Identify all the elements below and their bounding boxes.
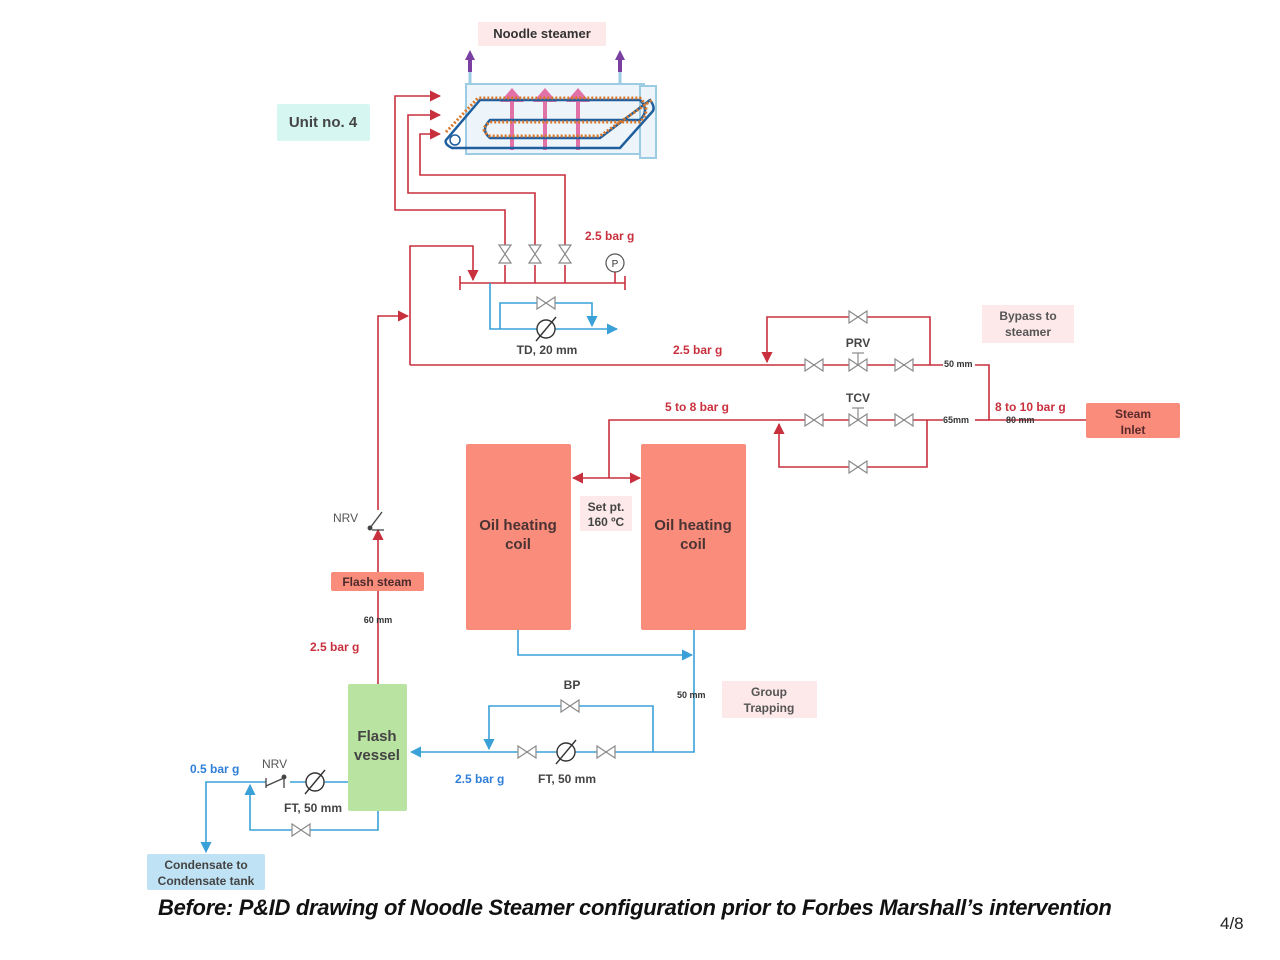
header-pressure-label: 2.5 bar g <box>585 229 634 243</box>
flash-ft-label: FT, 50 mm <box>284 801 342 815</box>
bypass-note-box <box>982 305 1074 343</box>
steamer-title-box <box>478 22 606 46</box>
td-trap-icon <box>535 316 557 342</box>
inlet-pipe-size: 80 mm <box>1006 415 1035 425</box>
group-float-trap-icon <box>555 739 577 765</box>
flash-nrv-label: NRV <box>333 511 358 525</box>
noodle-strand <box>444 96 653 138</box>
td-bypass-valve[interactable] <box>536 296 556 310</box>
pressure-gauge-icon: P <box>605 253 625 273</box>
condensate-nrv-icon <box>265 774 287 788</box>
bypass-note-line2: steamer <box>1005 325 1051 339</box>
tcv-pipe-size: 65mm <box>943 415 969 425</box>
condensate-pressure: 0.5 bar g <box>190 762 239 776</box>
steamer-title: Noodle steamer <box>493 26 591 41</box>
group-trapping-lines <box>409 630 695 758</box>
flash-bypass-valve[interactable] <box>291 823 311 837</box>
prv-isolation-valve-right[interactable] <box>894 358 914 372</box>
oil-heating-coil-right <box>641 444 746 630</box>
group-trapping-line2: Trapping <box>744 701 795 715</box>
flash-pipe-size: 60 mm <box>364 615 393 625</box>
condensate-line2: Condensate tank <box>158 874 255 888</box>
flash-vessel <box>348 684 407 811</box>
flash-pressure: 2.5 bar g <box>310 640 359 654</box>
prv-line-pressure: 2.5 bar g <box>673 343 722 357</box>
setpoint-line2: 160 ºC <box>588 515 625 529</box>
tcv-line-pressure: 5 to 8 bar g <box>665 400 729 414</box>
bypass-note-line1: Bypass to <box>999 309 1056 323</box>
flash-float-trap-icon <box>304 769 326 795</box>
bp-valve[interactable] <box>560 699 580 713</box>
setpoint-line1: Set pt. <box>588 500 625 514</box>
flash-vessel-line1: Flash <box>357 728 396 745</box>
unit-label: Unit no. 4 <box>289 114 358 131</box>
tcv-isolation-valve-right[interactable] <box>894 413 914 427</box>
group-ft-label: FT, 50 mm <box>538 772 596 786</box>
coil-left-line1: Oil heating <box>479 517 557 534</box>
setpoint-box <box>580 496 632 531</box>
steam-inlet-box <box>1086 403 1180 438</box>
group-trapping-box <box>722 681 817 718</box>
noodle-steamer-equipment: Noodle steamer <box>444 22 657 159</box>
steam-inlet-line1: Steam <box>1115 407 1151 421</box>
prv-label: PRV <box>846 336 870 350</box>
vent-arrow-right-icon <box>615 50 625 72</box>
flash-vessel-line2: vessel <box>354 747 400 764</box>
td-trap-label: TD, 20 mm <box>517 343 578 357</box>
figure-caption: Before: P&ID drawing of Noodle Steamer c… <box>158 895 1112 920</box>
group-pressure: 2.5 bar g <box>455 772 504 786</box>
flash-steam-badge <box>331 572 424 591</box>
tcv-bypass-valve[interactable] <box>848 460 868 474</box>
coil-left-line2: coil <box>505 536 531 553</box>
steamer-inlet-valves[interactable] <box>498 244 572 264</box>
svg-text:P: P <box>612 259 619 270</box>
group-pipe-size: 50 mm <box>677 690 706 700</box>
vent-arrow-left-icon <box>465 50 475 72</box>
condensate-line1: Condensate to <box>164 858 247 872</box>
group-ft-valve-left[interactable] <box>517 745 537 759</box>
flash-nrv-icon <box>367 511 384 531</box>
prv-bypass-valve[interactable] <box>848 310 868 324</box>
conveyor-roller-icon <box>449 134 461 146</box>
inlet-pressure: 8 to 10 bar g <box>995 400 1066 414</box>
prv-valve[interactable] <box>848 352 868 372</box>
coil-right-line1: Oil heating <box>654 517 732 534</box>
page-indicator: 4/8 <box>1220 914 1244 933</box>
bp-label: BP <box>564 678 581 692</box>
condensate-tank-box <box>147 854 265 890</box>
tcv-isolation-valve-left[interactable] <box>804 413 824 427</box>
group-ft-valve-right[interactable] <box>596 745 616 759</box>
flash-steam-label: Flash steam <box>342 575 411 589</box>
prv-isolation-valve-left[interactable] <box>804 358 824 372</box>
steam-inlet-line2: Inlet <box>1121 423 1146 437</box>
coil-right-line2: coil <box>680 536 706 553</box>
condensate-nrv-label: NRV <box>262 757 287 771</box>
tcv-valve[interactable] <box>848 407 868 427</box>
oil-heating-coil-left <box>466 444 571 630</box>
group-trapping-line1: Group <box>751 685 787 699</box>
prv-pipe-size: 50 mm <box>944 359 973 369</box>
tcv-label: TCV <box>846 391 870 405</box>
unit-label-box <box>277 104 370 141</box>
